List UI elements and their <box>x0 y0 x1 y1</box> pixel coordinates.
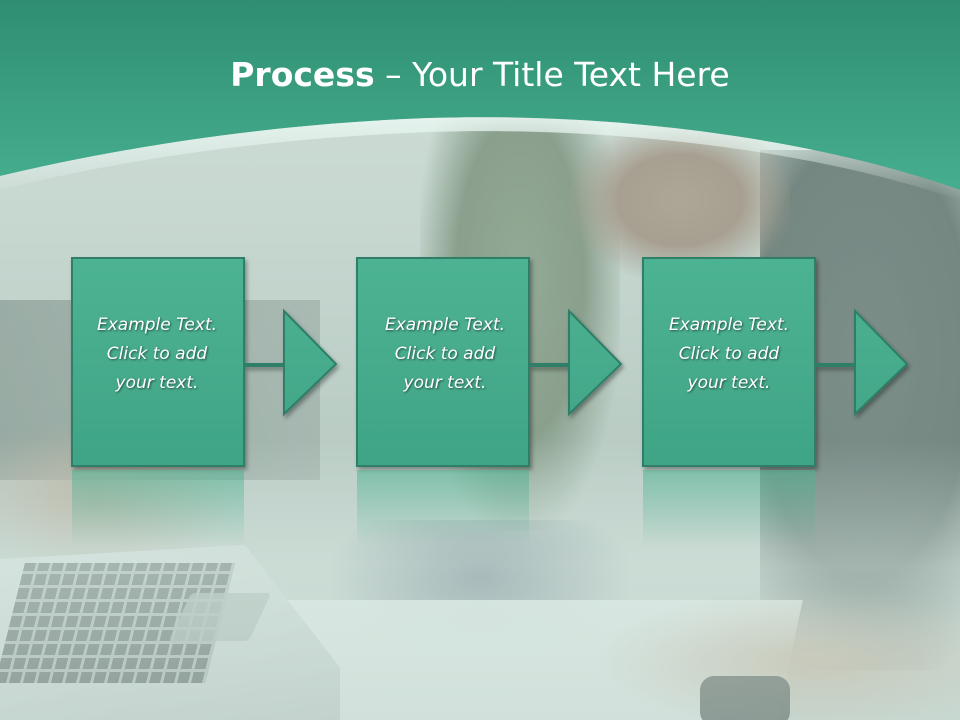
header-wave-highlight <box>0 117 960 200</box>
step-1-reflection <box>72 470 244 546</box>
title-dash: – <box>385 55 402 94</box>
step-1-shape <box>71 257 338 467</box>
laptop <box>0 545 340 720</box>
step-2-line-1: Example Text. <box>384 315 506 335</box>
wristwatch <box>700 676 790 720</box>
step-1-line-1: Example Text. <box>96 315 218 335</box>
step-3-text[interactable]: Example Text. Click to add your text. <box>642 311 816 398</box>
step-3-reflection <box>643 470 815 546</box>
step-2-text[interactable]: Example Text. Click to add your text. <box>358 311 532 398</box>
step-2[interactable] <box>356 257 623 546</box>
title-bold: Process <box>230 55 375 94</box>
step-3-line-3: your text. <box>687 373 771 393</box>
header-fill <box>0 0 960 190</box>
step-2-reflection <box>357 470 529 546</box>
slide-title[interactable]: Process – Your Title Text Here <box>0 54 960 96</box>
step-1-text[interactable]: Example Text. Click to add your text. <box>70 311 244 398</box>
step-1-line-2: Click to add <box>106 344 208 364</box>
step-2-line-3: your text. <box>403 373 487 393</box>
step-3[interactable] <box>642 257 909 546</box>
header-band <box>0 0 960 200</box>
step-1[interactable] <box>71 257 338 546</box>
step-3-shape <box>642 257 909 467</box>
step-2-line-2: Click to add <box>394 344 496 364</box>
step-1-line-3: your text. <box>115 373 199 393</box>
step-2-shape <box>356 257 623 467</box>
step-3-line-2: Click to add <box>678 344 780 364</box>
step-3-line-1: Example Text. <box>668 315 790 335</box>
title-text: Your Title Text Here <box>412 55 730 94</box>
